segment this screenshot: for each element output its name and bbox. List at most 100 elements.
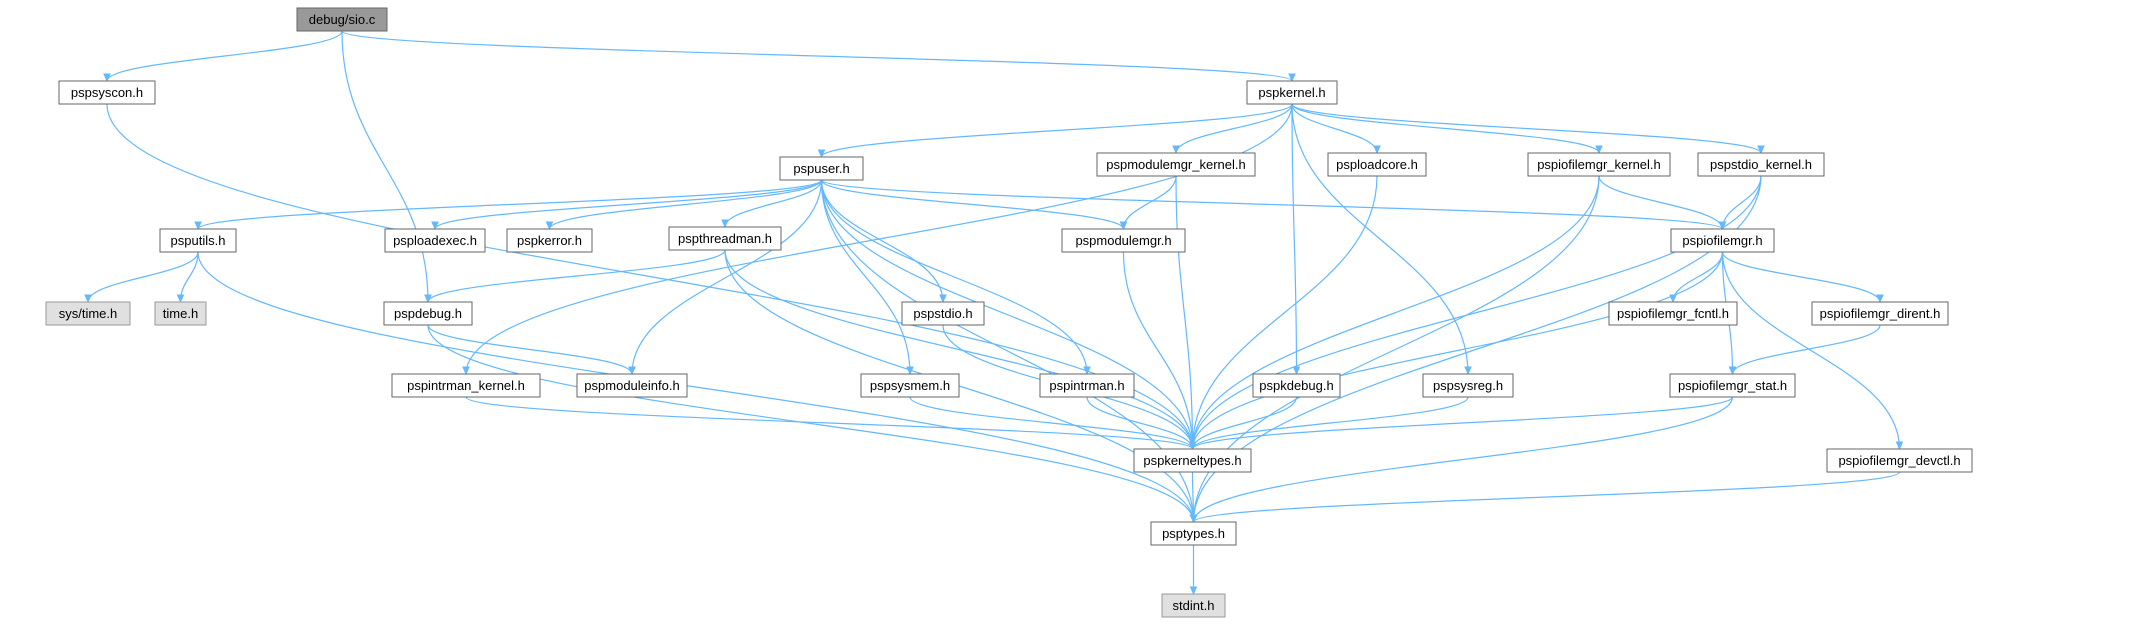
edge-pspthreadman_h-to-pspdebug_h bbox=[428, 249, 726, 302]
node-box bbox=[1252, 373, 1341, 398]
node-label: stdint.h bbox=[1173, 598, 1215, 613]
node-box bbox=[576, 373, 688, 398]
edge-pspiofilemgr_kernel_h-to-pspiofilemgr_h bbox=[1598, 175, 1723, 229]
edge-pspiofilemgr_dirent_h-to-pspiofilemgr_stat_h bbox=[1733, 324, 1881, 374]
node-pspiofilemgr-devctl-h[interactable]: pspiofilemgr_devctl.h bbox=[1826, 448, 1973, 473]
node-psploadexec-h[interactable]: psploadexec.h bbox=[384, 228, 486, 253]
node-box bbox=[1422, 373, 1514, 398]
node-box bbox=[506, 228, 593, 253]
node-pspintrman-h[interactable]: pspintrman.h bbox=[1039, 373, 1135, 398]
edge-sio_c-to-pspsyscon_h bbox=[107, 30, 343, 81]
node-box bbox=[1133, 448, 1252, 473]
node-pspiofilemgr-h[interactable]: pspiofilemgr.h bbox=[1670, 228, 1775, 253]
edge-pspintrman_kernel_h-to-pspkerneltypes_h bbox=[465, 396, 1193, 449]
node-label: pspsysreg.h bbox=[1433, 378, 1503, 393]
node-label: pspiofilemgr_dirent.h bbox=[1820, 306, 1941, 321]
edge-pspuser_h-to-pspmodulemgr_h bbox=[820, 179, 1124, 229]
edge-pspintrman_h-to-pspkerneltypes_h bbox=[1086, 396, 1193, 449]
node-label: pspuser.h bbox=[793, 161, 849, 176]
node-box bbox=[860, 373, 960, 398]
edge-pspuser_h-to-psploadexec_h bbox=[435, 179, 823, 229]
node-box bbox=[1039, 373, 1135, 398]
edge-pspiofilemgr_stat_h-to-pspkerneltypes_h bbox=[1193, 396, 1734, 449]
node-pspsyscon-h[interactable]: pspsyscon.h bbox=[58, 80, 156, 105]
node-pspkernel-h[interactable]: pspkernel.h bbox=[1246, 80, 1338, 105]
node-box bbox=[1608, 301, 1738, 326]
node-label: pspkerneltypes.h bbox=[1143, 453, 1241, 468]
node-box bbox=[154, 301, 207, 326]
node-box bbox=[901, 301, 985, 326]
edge-pspkernel_h-to-psploadcore_h bbox=[1291, 103, 1377, 153]
node-label: pspintrman_kernel.h bbox=[407, 378, 525, 393]
node-pspuser-h[interactable]: pspuser.h bbox=[779, 156, 864, 181]
node-box bbox=[1669, 373, 1796, 398]
edge-pspiofilemgr_kernel_h-to-psptypes_h bbox=[1194, 175, 1600, 522]
edge-pspiofilemgr_h-to-pspiofilemgr_devctl_h bbox=[1721, 251, 1900, 449]
node-box bbox=[1697, 152, 1825, 177]
node-sys-time-h[interactable]: sys/time.h bbox=[45, 301, 131, 326]
node-label: pspkernel.h bbox=[1258, 85, 1325, 100]
edge-pspmodulemgr_h-to-pspkerneltypes_h bbox=[1122, 251, 1193, 449]
node-pspiofilemgr-kernel-h[interactable]: pspiofilemgr_kernel.h bbox=[1527, 152, 1671, 177]
node-pspthreadman-h[interactable]: pspthreadman.h bbox=[668, 226, 782, 251]
edge-pspkernel_h-to-pspuser_h bbox=[822, 103, 1293, 157]
edge-pspuser_h-to-pspiofilemgr_h bbox=[820, 179, 1723, 229]
node-label: pspkerror.h bbox=[517, 233, 582, 248]
node-pspiofilemgr-stat-h[interactable]: pspiofilemgr_stat.h bbox=[1669, 373, 1796, 398]
node-pspsysmem-h[interactable]: pspsysmem.h bbox=[860, 373, 960, 398]
node-box bbox=[45, 301, 131, 326]
node-psploadcore-h[interactable]: psploadcore.h bbox=[1327, 152, 1427, 177]
node-box bbox=[1150, 521, 1237, 546]
node-pspsysreg-h[interactable]: pspsysreg.h bbox=[1422, 373, 1514, 398]
edge-pspstdio_kernel_h-to-pspkerneltypes_h bbox=[1193, 175, 1762, 449]
node-pspstdio-kernel-h[interactable]: pspstdio_kernel.h bbox=[1697, 152, 1825, 177]
node-box bbox=[391, 373, 541, 398]
node-time-h[interactable]: time.h bbox=[154, 301, 207, 326]
node-stdint-h[interactable]: stdint.h bbox=[1161, 593, 1226, 618]
node-label: psputils.h bbox=[171, 233, 226, 248]
node-box bbox=[58, 80, 156, 105]
edge-psputils_h-to-time_h bbox=[181, 251, 199, 302]
node-box bbox=[383, 301, 473, 326]
node-label: pspstdio_kernel.h bbox=[1710, 157, 1812, 172]
node-label: psptypes.h bbox=[1162, 526, 1225, 541]
edge-pspuser_h-to-pspthreadman_h bbox=[725, 179, 823, 227]
node-pspiofilemgr-dirent-h[interactable]: pspiofilemgr_dirent.h bbox=[1811, 301, 1949, 326]
node-box bbox=[1527, 152, 1671, 177]
node-pspkdebug-h[interactable]: pspkdebug.h bbox=[1252, 373, 1341, 398]
node-pspmoduleinfo-h[interactable]: pspmoduleinfo.h bbox=[576, 373, 688, 398]
edge-pspkernel_h-to-pspiofilemgr_kernel_h bbox=[1291, 103, 1599, 153]
edge-sio_c-to-pspdebug_h bbox=[341, 30, 428, 302]
edge-psputils_h-to-psptypes_h bbox=[197, 251, 1194, 522]
node-box bbox=[1061, 228, 1186, 253]
node-pspstdio-h[interactable]: pspstdio.h bbox=[901, 301, 985, 326]
node-pspdebug-h[interactable]: pspdebug.h bbox=[383, 301, 473, 326]
node-label: pspiofilemgr_devctl.h bbox=[1838, 453, 1960, 468]
node-label: pspsyscon.h bbox=[71, 85, 143, 100]
edge-pspkernel_h-to-pspsysreg_h bbox=[1291, 103, 1468, 374]
node-pspkerror-h[interactable]: pspkerror.h bbox=[506, 228, 593, 253]
node-pspiofilemgr-fcntl-h[interactable]: pspiofilemgr_fcntl.h bbox=[1608, 301, 1738, 326]
node-box bbox=[1096, 152, 1256, 177]
node-label: psploadcore.h bbox=[1336, 157, 1418, 172]
node-box bbox=[1246, 80, 1338, 105]
node-sio-c[interactable]: debug/sio.c bbox=[296, 7, 388, 32]
node-box bbox=[384, 228, 486, 253]
edge-pspiofilemgr_stat_h-to-psptypes_h bbox=[1194, 396, 1734, 522]
node-pspintrman-kernel-h[interactable]: pspintrman_kernel.h bbox=[391, 373, 541, 398]
node-pspmodulemgr-h[interactable]: pspmodulemgr.h bbox=[1061, 228, 1186, 253]
edge-pspuser_h-to-psputils_h bbox=[198, 179, 823, 229]
edge-psputils_h-to-sys_time_h bbox=[88, 251, 199, 302]
node-pspmodulemgr-kernel-h[interactable]: pspmodulemgr_kernel.h bbox=[1096, 152, 1256, 177]
edge-pspthreadman_h-to-pspkerneltypes_h bbox=[724, 249, 1193, 449]
node-label: debug/sio.c bbox=[309, 12, 376, 27]
node-label: pspmoduleinfo.h bbox=[584, 378, 679, 393]
node-box bbox=[1161, 593, 1226, 618]
node-psputils-h[interactable]: psputils.h bbox=[159, 228, 237, 253]
node-pspkerneltypes-h[interactable]: pspkerneltypes.h bbox=[1133, 448, 1252, 473]
edge-pspiofilemgr_h-to-pspiofilemgr_dirent_h bbox=[1721, 251, 1881, 302]
node-label: sys/time.h bbox=[59, 306, 118, 321]
node-label: pspmodulemgr_kernel.h bbox=[1106, 157, 1245, 172]
node-psptypes-h[interactable]: psptypes.h bbox=[1150, 521, 1237, 546]
node-box bbox=[779, 156, 864, 181]
